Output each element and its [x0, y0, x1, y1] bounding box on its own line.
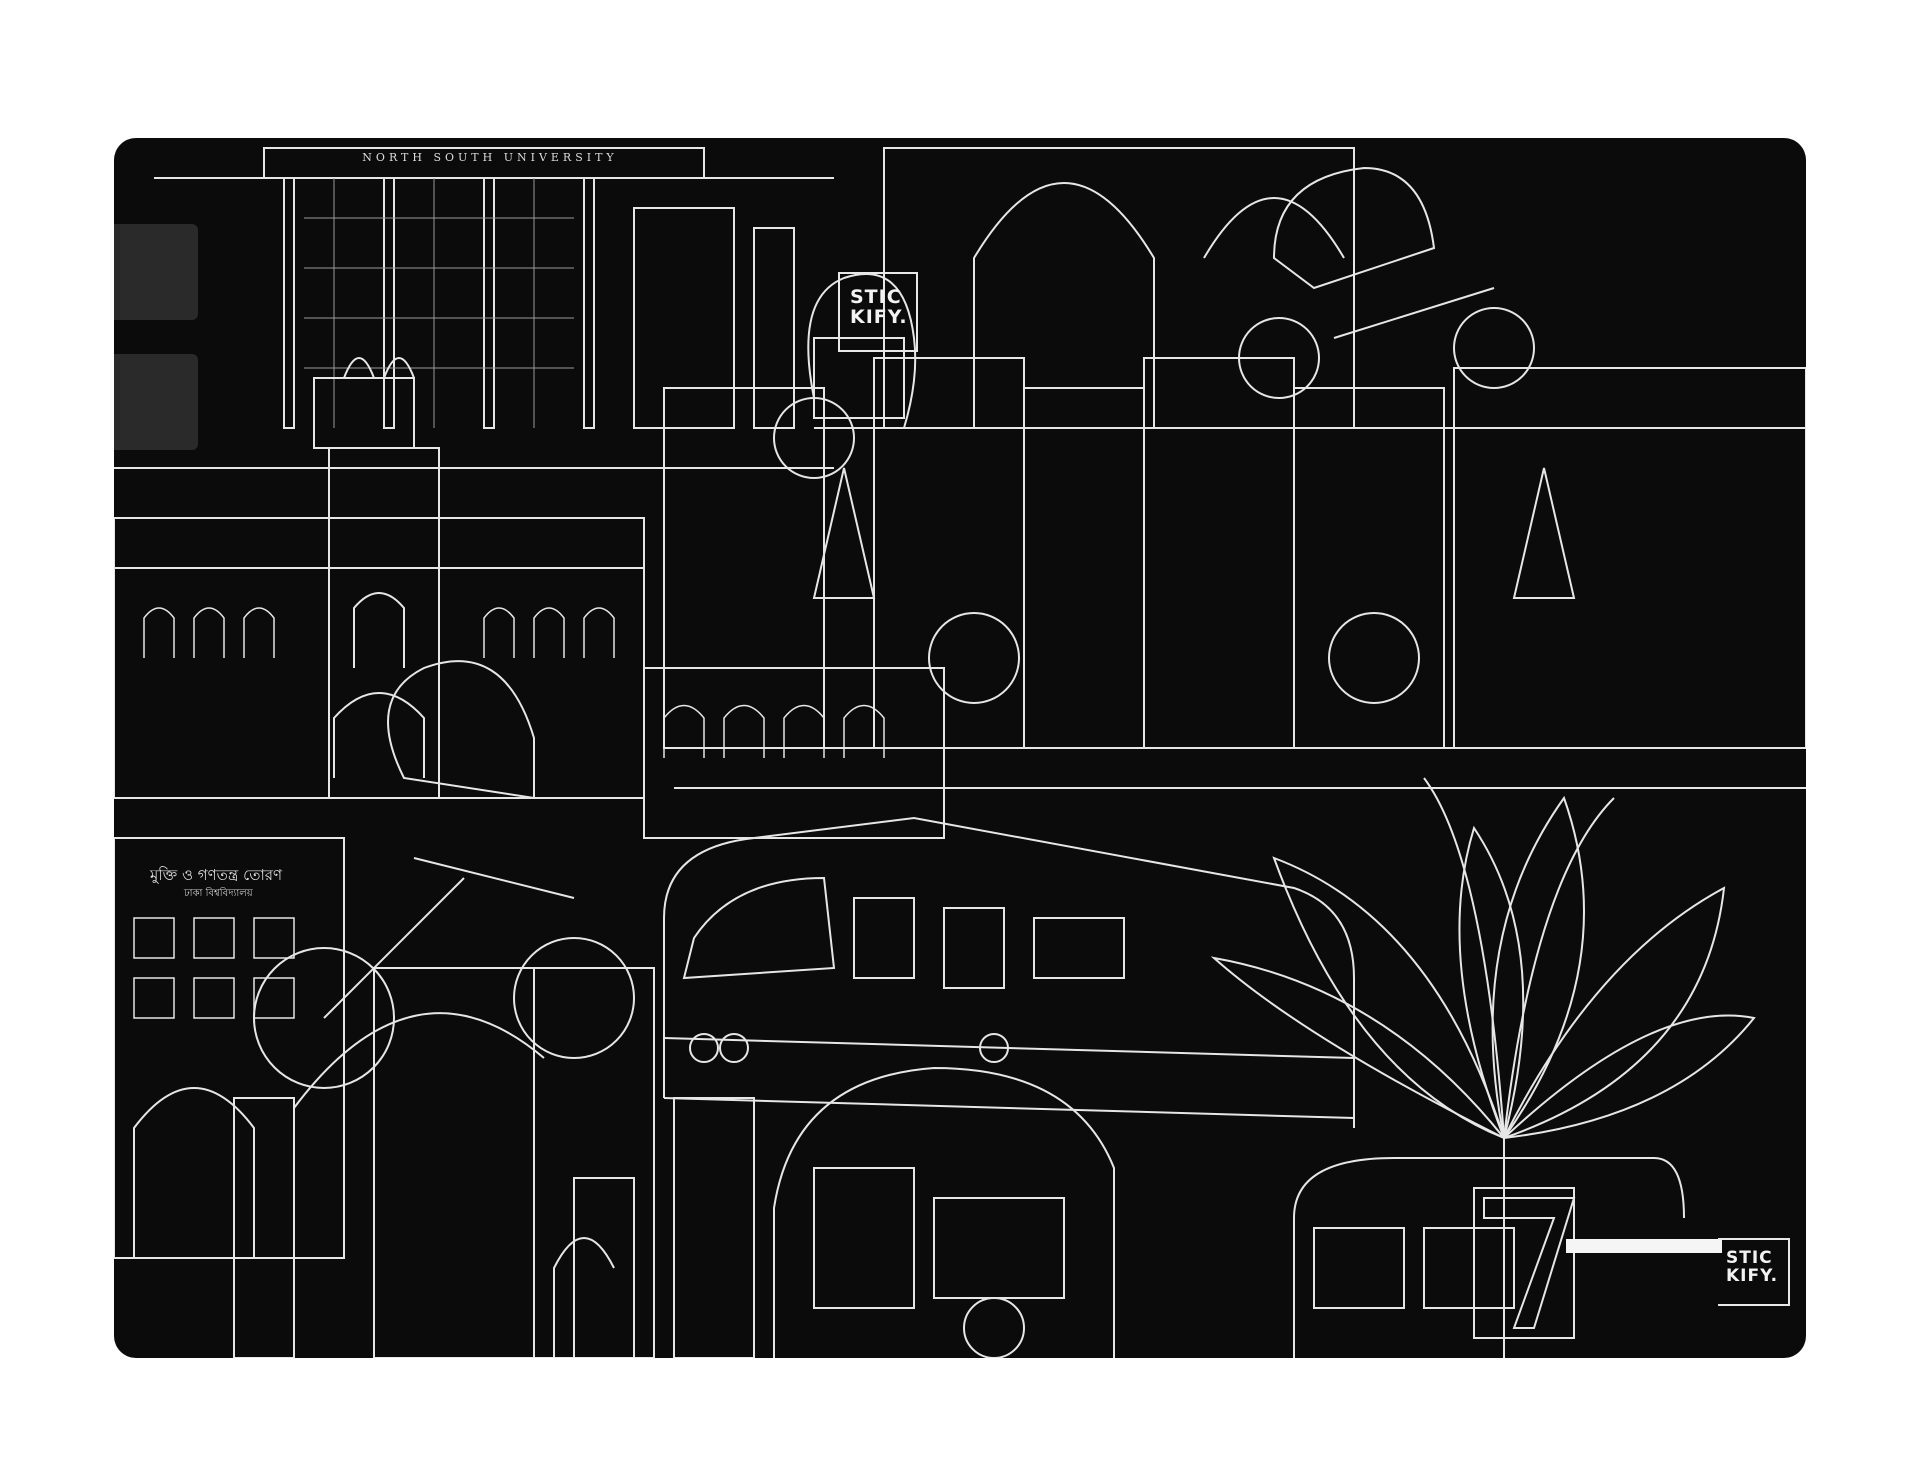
university-sign: NORTH SOUTH UNIVERSITY [362, 151, 618, 164]
gate-sub-sign: ঢাকা বিশ্ববিদ্যালয় [184, 888, 253, 899]
gate-sign: মুক্তি ও গণতন্ত্র তোরণ [150, 866, 283, 884]
skin-tab-top [114, 224, 198, 320]
laptop-skin: NORTH SOUTH UNIVERSITY STIC KIFY. STIC K… [114, 138, 1806, 1358]
brand-logo-top: STIC KIFY. [838, 272, 918, 352]
skin-tab-bottom [114, 354, 198, 450]
logo-line2: KIFY. [1726, 1265, 1779, 1286]
logo-line2: KIFY. [850, 305, 908, 328]
brand-logo-bottom: STIC KIFY. [1718, 1238, 1790, 1306]
white-bar [1566, 1239, 1722, 1253]
logo-line1: STIC [850, 286, 902, 308]
logo-line1: STIC [1726, 1248, 1773, 1268]
dhaka-line-art [114, 147, 1806, 1358]
